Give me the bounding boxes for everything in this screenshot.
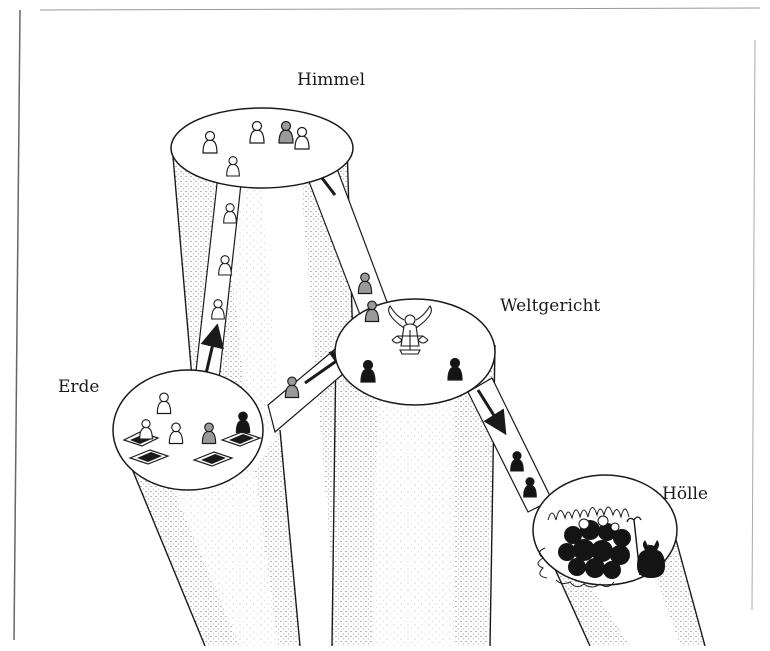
figure-icon (212, 300, 225, 319)
label-heaven: Himmel (297, 70, 365, 90)
figure-icon (157, 393, 170, 413)
figure-icon (295, 128, 309, 150)
frame-top-line (40, 8, 760, 10)
label-judgment: Weltgericht (500, 296, 600, 316)
figure-icon (203, 132, 217, 154)
figure-icon (224, 204, 237, 223)
heaven-disc (171, 108, 353, 188)
label-earth: Erde (58, 377, 99, 397)
figure-icon (169, 423, 182, 443)
figure-icon (202, 423, 215, 443)
label-hell: Hölle (662, 484, 708, 504)
figure-icon (140, 420, 153, 439)
figure-icon (361, 361, 375, 383)
figure-icon (285, 377, 298, 397)
frame-left-line (14, 10, 20, 640)
figure-icon (448, 359, 462, 381)
figure-icon (250, 122, 264, 144)
figure-icon (219, 256, 232, 275)
figure-icon (524, 478, 537, 497)
figure-icon (227, 157, 240, 176)
figure-icon (279, 122, 293, 144)
figure-icon (365, 301, 378, 321)
figure-icon (358, 273, 371, 293)
figure-icon (511, 452, 524, 471)
figure-icon (236, 412, 249, 432)
frame-right-line (752, 40, 755, 610)
